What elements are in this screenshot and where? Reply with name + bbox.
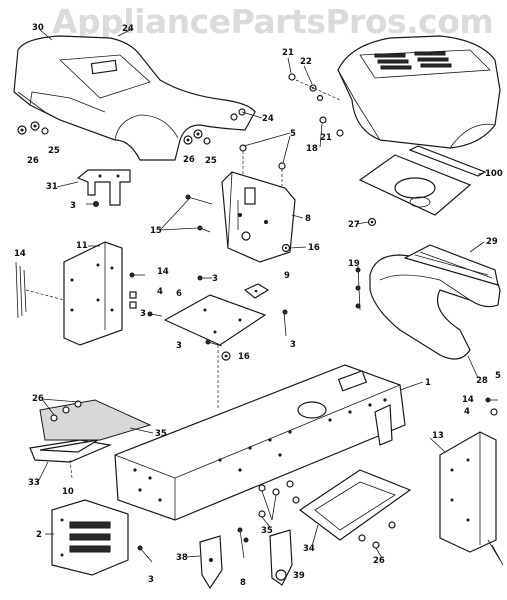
hood-part-18[interactable] (337, 35, 501, 149)
trim-part-29[interactable] (403, 244, 499, 286)
part-14-left-rods (15, 261, 65, 319)
screws-26-left (50, 400, 82, 479)
bracket-part-39[interactable] (269, 529, 293, 586)
hood-fasteners-21-22 (288, 73, 344, 137)
side-panel-part-13[interactable] (439, 431, 497, 553)
callout-14-b: 14 (157, 267, 169, 277)
callout-35-a: 35 (155, 429, 167, 439)
small-parts-4-14 (129, 272, 288, 410)
footrest-part-34[interactable] (298, 469, 412, 541)
callout-18: 18 (306, 144, 318, 154)
callout-19: 19 (348, 259, 360, 269)
callout-3-c: 3 (140, 309, 146, 319)
hood-mount-plate[interactable] (358, 154, 472, 216)
callout-3-e: 3 (290, 340, 296, 350)
callout-13: 13 (432, 431, 444, 441)
bolt-3-bottom (137, 545, 153, 563)
callout-11: 11 (76, 241, 88, 251)
callout-9: 9 (284, 271, 290, 281)
frame-holes (133, 398, 387, 502)
callout-39: 39 (293, 571, 305, 581)
screws-35-center (258, 480, 300, 521)
callout-29: 29 (486, 237, 498, 247)
callout-28: 28 (476, 376, 488, 386)
callout-3-f: 3 (148, 575, 154, 585)
callout-26-a: 26 (27, 156, 39, 166)
callout-26-c: 26 (32, 394, 44, 404)
callout-8-b: 8 (240, 578, 246, 588)
bracket-part-31[interactable] (76, 169, 131, 206)
callout-26-b: 26 (183, 155, 195, 165)
callout-10: 10 (62, 487, 74, 497)
leader-lines (37, 28, 485, 559)
callout-26-d: 26 (373, 556, 385, 566)
callout-1: 1 (425, 378, 431, 388)
callout-4-b: 4 (464, 407, 470, 417)
callout-14-a: 14 (14, 249, 26, 259)
callout-3-d: 3 (176, 341, 182, 351)
callout-5: 5 (290, 129, 296, 139)
callout-8-a: 8 (305, 214, 311, 224)
fastener-group-25-26 (17, 108, 246, 145)
callout-24-top: 24 (122, 24, 134, 34)
bolts-8 (237, 527, 249, 559)
main-frame-part-1[interactable] (114, 364, 406, 521)
callout-3-a: 3 (70, 201, 76, 211)
callout-16-a: 16 (308, 243, 320, 253)
callout-4-a: 4 (157, 287, 163, 297)
callout-5-b: 5 (495, 371, 501, 381)
screws-26-right (358, 521, 396, 549)
callout-15: 15 (150, 226, 162, 236)
callout-27: 27 (348, 220, 360, 230)
callout-30: 30 (32, 23, 44, 33)
callout-35-b: 35 (261, 526, 273, 536)
callout-labels: 30 24 21 22 21 18 24 5 26 25 26 25 31 3 … (14, 23, 503, 588)
callout-14-c: 14 (462, 395, 474, 405)
callout-3-b: 3 (212, 274, 218, 284)
bolts-19 (355, 265, 361, 311)
bolts-5-15-16 (185, 144, 291, 253)
callout-25-a: 25 (48, 146, 60, 156)
callout-25-b: 25 (205, 156, 217, 166)
plate-part-6[interactable] (163, 294, 267, 346)
bracket-part-38[interactable] (199, 535, 223, 590)
callout-6: 6 (176, 289, 182, 299)
side-panel-part-11[interactable] (63, 241, 123, 346)
bolt-3-a (86, 201, 99, 207)
bracket-part-9[interactable] (243, 283, 270, 299)
callout-21-b: 21 (320, 133, 332, 143)
callout-33: 33 (28, 478, 40, 488)
front-plate-part-2[interactable] (51, 499, 129, 576)
callout-21-a: 21 (282, 48, 294, 58)
callout-34: 34 (303, 544, 315, 554)
callout-16-b: 16 (238, 352, 250, 362)
callout-2: 2 (36, 530, 42, 540)
callout-38: 38 (176, 553, 188, 563)
dash-tower-part-8[interactable] (221, 171, 296, 263)
hood-grille-vents (374, 51, 452, 70)
small-parts-4-14-right (485, 397, 504, 566)
strip-part-100[interactable] (408, 145, 487, 177)
callout-31: 31 (46, 182, 58, 192)
callout-22: 22 (300, 57, 312, 67)
bolt-27 (367, 217, 377, 227)
fender-part-30[interactable] (13, 35, 256, 161)
callout-24: 24 (262, 114, 274, 124)
callout-100: 100 (485, 169, 503, 179)
